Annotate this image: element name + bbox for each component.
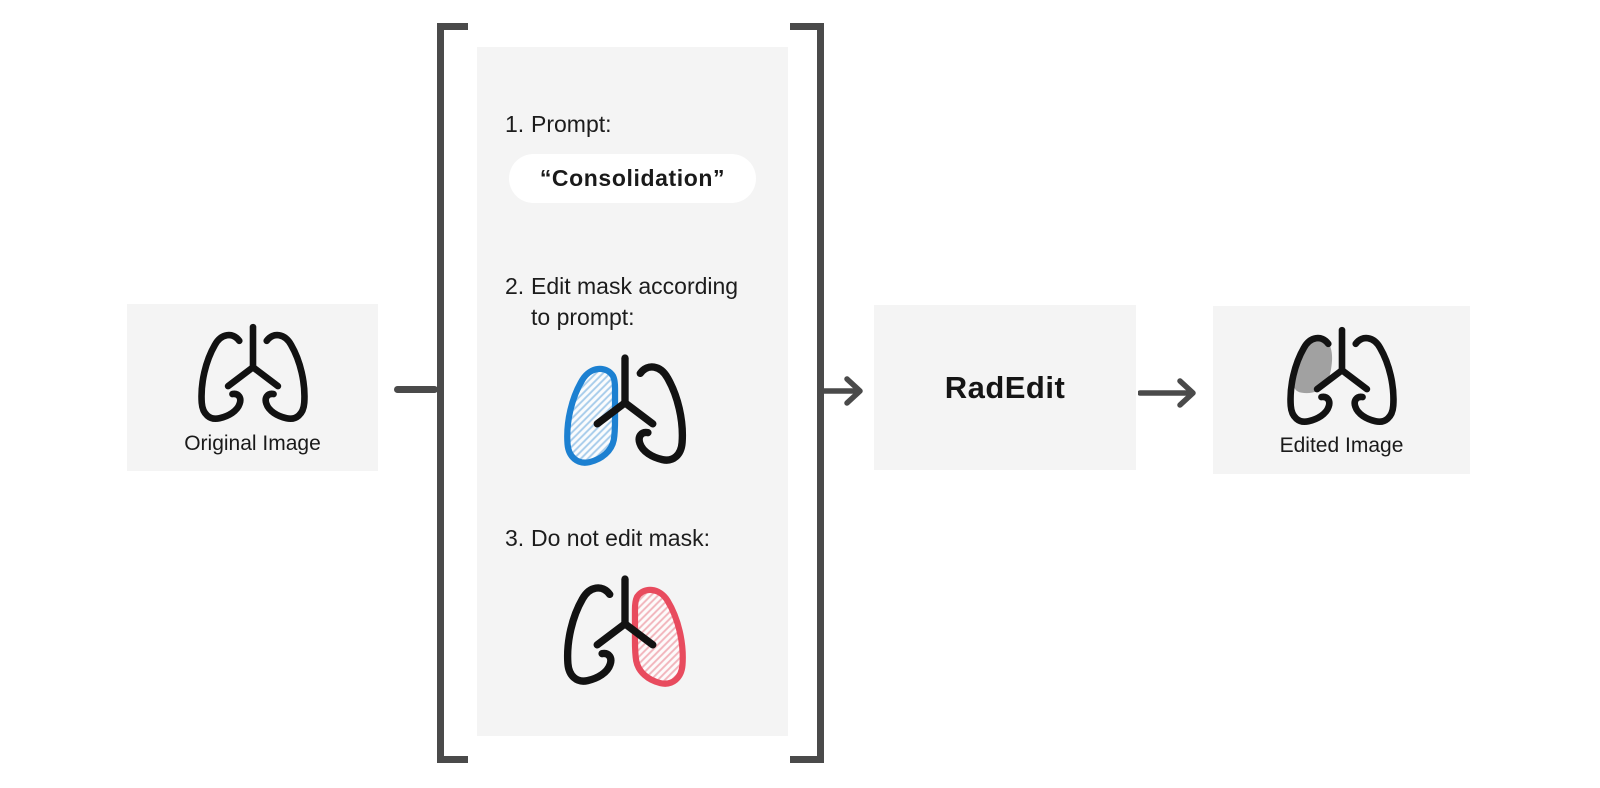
edited-image-box: Edited Image <box>1213 306 1470 474</box>
step-number: 1. <box>505 111 525 137</box>
bracket-left <box>437 23 468 763</box>
step-do-not-edit-mask: 3. Do not edit mask: <box>505 523 749 554</box>
radedit-label: RadEdit <box>944 369 1066 405</box>
lungs-right-lobe-highlighted-icon <box>563 575 686 687</box>
prompt-text: “Consolidation” <box>539 165 726 191</box>
step-label: Prompt: <box>531 111 612 137</box>
lungs-icon <box>197 323 308 423</box>
step-label: Edit mask according to prompt: <box>531 273 739 330</box>
prompt-pill: “Consolidation” <box>509 154 756 203</box>
original-image-label: Original Image <box>184 431 321 455</box>
step-edit-mask: 2. Edit mask according to prompt: <box>505 271 749 333</box>
lungs-gray-consolidation-icon <box>1286 326 1397 425</box>
step-label: Do not edit mask: <box>531 525 710 551</box>
radedit-model-box: RadEdit <box>874 305 1136 470</box>
step-number: 3. <box>505 525 525 551</box>
right-arrow-icon <box>817 376 863 406</box>
connector-line <box>394 386 438 393</box>
original-image-box: Original Image <box>127 304 378 471</box>
step-number: 2. <box>505 273 525 299</box>
inputs-panel: 1. Prompt: “Consolidation” 2. Edit mask … <box>477 47 788 736</box>
step-prompt: 1. Prompt: <box>505 109 749 140</box>
edited-image-label: Edited Image <box>1279 434 1404 458</box>
lungs-left-lobe-highlighted-icon <box>564 354 687 466</box>
right-arrow-icon <box>1138 378 1196 408</box>
